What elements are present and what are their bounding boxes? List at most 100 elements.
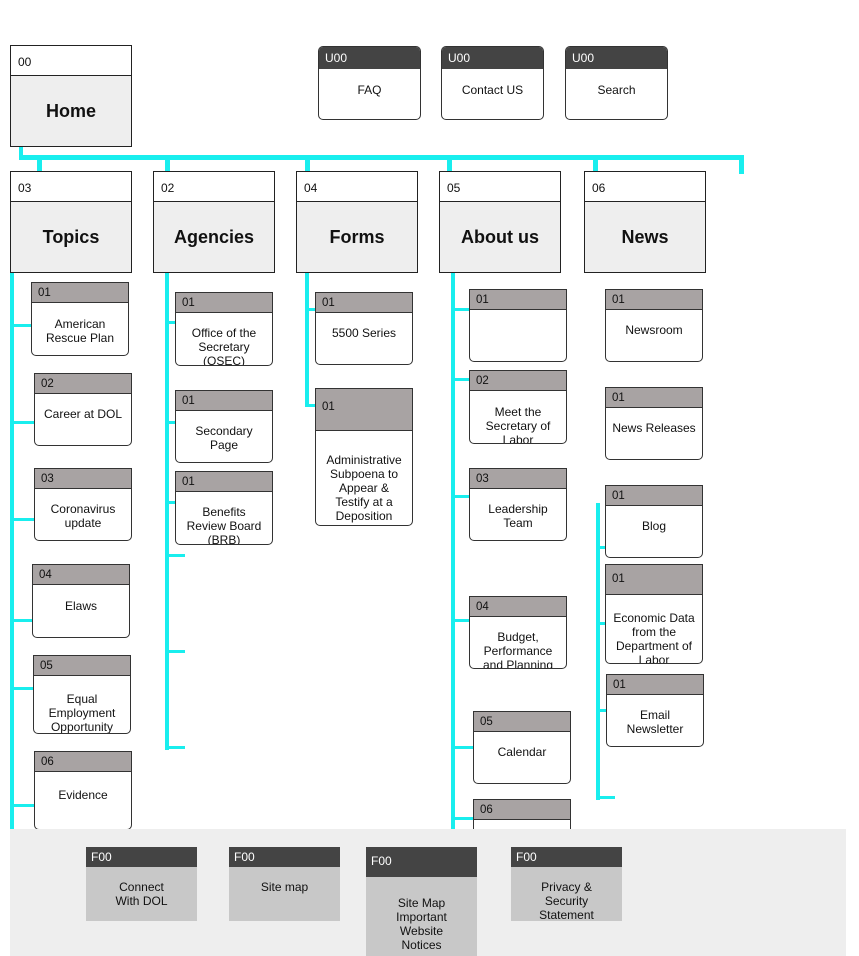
card-label: FAQ (357, 83, 382, 97)
card-label: Site Map Important Website Notices (396, 896, 447, 952)
about-card[interactable]: 04 Budget, Performance and Planning (469, 596, 567, 669)
topic-card[interactable]: 01 American Rescue Plan (31, 282, 129, 356)
card-title: Topics (11, 201, 131, 272)
card-number: 06 (35, 752, 131, 772)
connector-drop-news (593, 158, 598, 172)
card-number: U00 (319, 47, 420, 69)
section-card-agencies[interactable]: 02 Agencies (153, 171, 275, 273)
card-number: 05 (447, 181, 461, 195)
news-card[interactable]: 01 Email Newsletter (606, 674, 704, 747)
card-label: Newsroom (625, 323, 683, 337)
news-card[interactable]: 01 Economic Data from the Department of … (605, 564, 703, 664)
card-label: American Rescue Plan (45, 317, 115, 345)
card-label: Coronavirus update (50, 502, 116, 530)
card-number: 04 (470, 597, 566, 617)
card-number: 06 (474, 800, 570, 820)
card-number: 00 (18, 55, 32, 69)
card-number: 01 (606, 565, 702, 595)
card-number: 03 (470, 469, 566, 489)
about-card[interactable]: 03 Leadership Team (469, 468, 567, 541)
card-number: 05 (34, 656, 130, 676)
card-label: Email Newsletter (626, 708, 684, 736)
card-number: 01 (606, 388, 702, 408)
utility-card-faq[interactable]: U00 FAQ (318, 46, 421, 120)
card-number: 03 (18, 181, 32, 195)
section-card-about[interactable]: 05 About us (439, 171, 561, 273)
utility-card-contact[interactable]: U00 Contact US (441, 46, 544, 120)
about-card[interactable]: 05 Calendar (473, 711, 571, 784)
connector-drop-topics (37, 158, 42, 172)
card-label: Career at DOL (43, 407, 123, 421)
card-label: Connect With DOL (115, 880, 168, 908)
card-number: 02 (470, 371, 566, 391)
card-label: 5500 Series (331, 326, 397, 340)
topic-card[interactable]: 06 Evidence (34, 751, 132, 830)
card-label: Calendar (497, 745, 547, 759)
card-number: U00 (442, 47, 543, 69)
connector-main-bar (19, 155, 744, 160)
card-number: 04 (304, 181, 318, 195)
news-card[interactable]: 01 Blog (605, 485, 703, 558)
card-label: Administrative Subpoena to Appear & Test… (326, 453, 402, 523)
card-title: Agencies (154, 201, 274, 272)
card-label: Site map (260, 880, 309, 894)
section-card-topics[interactable]: 03 Topics (10, 171, 132, 273)
form-card[interactable]: 01 Administrative Subpoena to Appear & T… (315, 388, 413, 526)
card-number: 03 (35, 469, 131, 489)
home-card[interactable]: 00 Home (10, 45, 132, 147)
card-number: 01 (470, 290, 566, 310)
connector-drop-forms (305, 158, 310, 172)
card-label: Secondary Page (195, 424, 253, 452)
connector-end-drop (739, 155, 744, 174)
footer-card-privacy[interactable]: F00 Privacy & Security Statement (511, 847, 622, 922)
about-card[interactable]: 01 (469, 289, 567, 362)
card-number: F00 (511, 847, 622, 867)
footer-card-sitemap[interactable]: F00 Site map (229, 847, 340, 921)
agency-card[interactable]: 01 Office of the Secretary (OSEC) (175, 292, 273, 366)
card-number: U00 (566, 47, 667, 69)
topic-card[interactable]: 02 Career at DOL (34, 373, 132, 446)
section-card-news[interactable]: 06 News (584, 171, 706, 273)
connector-topics-trunk (10, 272, 14, 829)
footer-card-notices[interactable]: F00 Site Map Important Website Notices (366, 847, 477, 956)
card-number: 01 (176, 293, 272, 313)
card-number: 01 (176, 472, 272, 492)
connector-about-trunk (451, 272, 455, 829)
news-card[interactable]: 01 Newsroom (605, 289, 703, 362)
card-label: Budget, Performance and Planning (482, 630, 554, 669)
card-label: Office of the Secretary (OSEC) (191, 326, 257, 366)
agency-card[interactable]: 01 Secondary Page (175, 390, 273, 463)
card-number: 01 (316, 293, 412, 313)
card-title: Home (11, 75, 131, 146)
card-label: News Releases (612, 421, 696, 435)
connector-drop-about (447, 158, 452, 172)
card-number: 05 (474, 712, 570, 732)
card-label: Blog (641, 519, 667, 533)
card-label: Economic Data from the Department of Lab… (613, 611, 695, 664)
card-title: About us (440, 201, 560, 272)
card-label: Equal Employment Opportunity (48, 692, 116, 734)
topic-card[interactable]: 05 Equal Employment Opportunity (33, 655, 131, 734)
card-label: Elaws (64, 599, 97, 613)
card-label: Search (597, 83, 636, 97)
card-number: 06 (592, 181, 606, 195)
connector-home-drop (19, 146, 23, 160)
agency-card[interactable]: 01 Benefits Review Board (BRB) (175, 471, 273, 545)
card-number: 01 (606, 486, 702, 506)
topic-card[interactable]: 03 Coronavirus update (34, 468, 132, 541)
topic-card[interactable]: 04 Elaws (32, 564, 130, 638)
card-title: Forms (297, 201, 417, 272)
card-label: Contact US (461, 83, 524, 97)
card-number: F00 (86, 847, 197, 867)
card-number: 01 (607, 675, 703, 695)
about-card[interactable]: 02 Meet the Secretary of Labor (469, 370, 567, 444)
form-card[interactable]: 01 5500 Series (315, 292, 413, 365)
section-card-forms[interactable]: 04 Forms (296, 171, 418, 273)
card-number: 01 (176, 391, 272, 411)
utility-card-search[interactable]: U00 Search (565, 46, 668, 120)
card-number: 01 (32, 283, 128, 303)
footer-card-connect[interactable]: F00 Connect With DOL (86, 847, 197, 921)
card-number: 02 (161, 181, 175, 195)
news-card[interactable]: 01 News Releases (605, 387, 703, 460)
